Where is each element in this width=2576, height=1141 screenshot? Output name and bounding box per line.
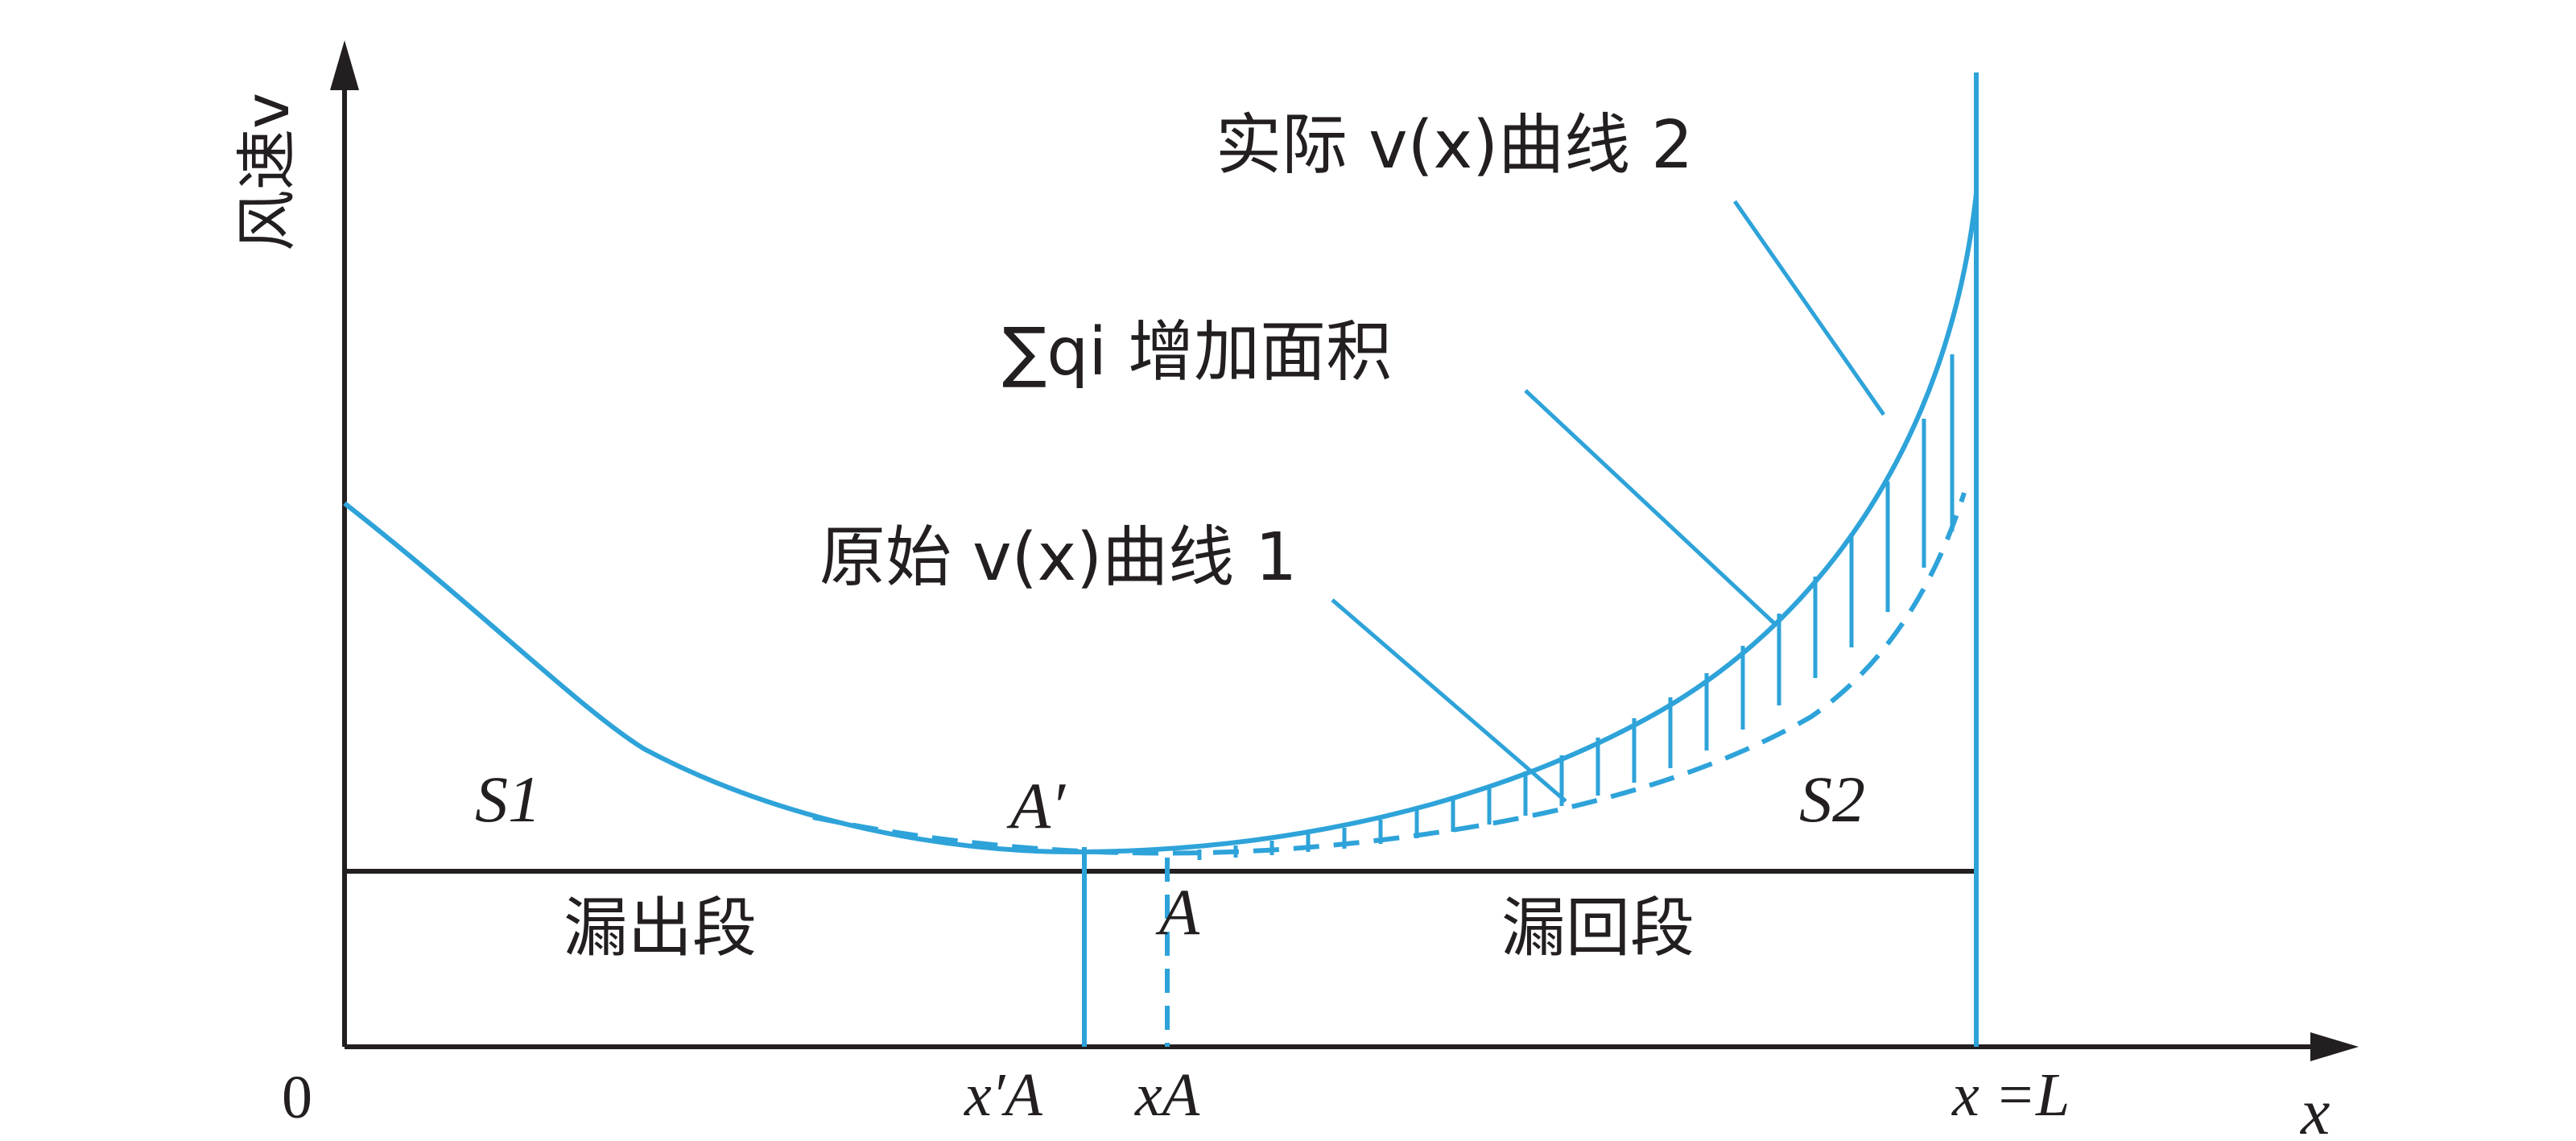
annotation-curve2: 实际 v(x)曲线 2 — [1216, 107, 1693, 184]
label-s2: S2 — [1799, 763, 1865, 836]
origin-label: 0 — [282, 1064, 312, 1131]
x-axis-label: x — [2300, 1075, 2330, 1137]
x-axis-arrow — [2310, 1032, 2359, 1061]
tick-x-a-prime: x′A — [964, 1061, 1042, 1129]
annotation-area: ∑qi 增加面积 — [1002, 314, 1392, 391]
tick-x-a: xA — [1134, 1061, 1200, 1129]
leader-curve2 — [1732, 200, 1886, 416]
tick-x-l: x =L — [1951, 1061, 2070, 1129]
y-axis-arrow — [330, 40, 359, 90]
y-axis-label: 风速v — [231, 93, 303, 251]
actual-curve-2 — [343, 192, 1979, 855]
leak-out-label: 漏出段 — [564, 891, 757, 965]
annotation-curve1: 原始 v(x)曲线 1 — [819, 519, 1297, 596]
point-a: A — [1155, 875, 1200, 949]
label-s1: S1 — [475, 763, 541, 836]
leader-curve1 — [1331, 598, 1567, 803]
point-a-prime: A′ — [1006, 769, 1066, 842]
leak-back-label: 漏回段 — [1501, 891, 1695, 965]
leader-area — [1524, 389, 1777, 626]
